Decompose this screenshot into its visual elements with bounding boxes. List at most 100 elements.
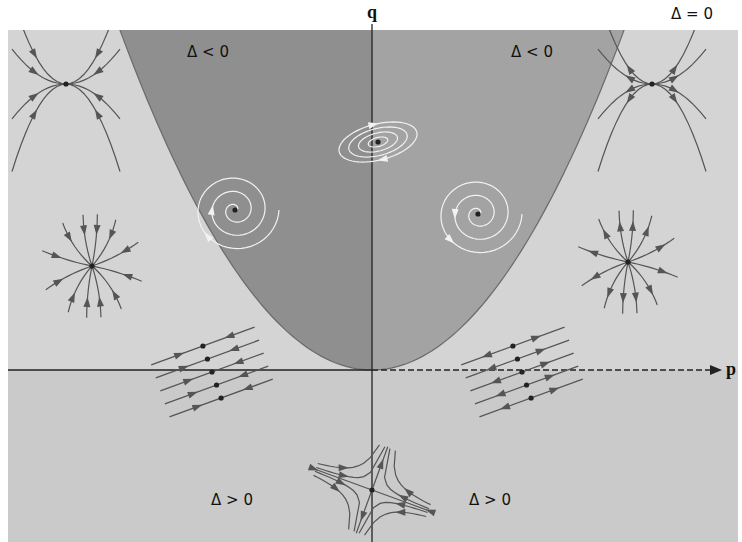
trajectory: [339, 122, 417, 162]
flow-arrowhead: [225, 331, 236, 338]
trajectory: [165, 366, 268, 404]
trajectory: [623, 262, 628, 314]
trajectory: [441, 182, 522, 252]
equilibrium-point: [519, 369, 524, 374]
flow-arrowhead: [51, 251, 62, 258]
flow-arrowhead: [617, 221, 624, 231]
flow-arrowhead: [94, 225, 101, 235]
equilibrium-point: [200, 343, 205, 348]
unstable-node: [578, 210, 677, 313]
trajectory: [604, 262, 628, 308]
flow-arrowhead: [642, 226, 649, 237]
trajectory: [365, 512, 427, 535]
trajectory: [63, 223, 92, 266]
equilibrium-point: [510, 343, 515, 348]
trajectory: [599, 219, 628, 262]
flow-arrowhead: [395, 502, 406, 509]
flow-arrowhead: [208, 205, 215, 215]
equilibrium-point: [524, 382, 529, 387]
equilibrium-point: [649, 81, 654, 86]
equilibrium-point: [219, 395, 224, 400]
unstable-spiral: [441, 182, 522, 252]
flow-arrowhead: [234, 357, 245, 364]
trajectory: [628, 238, 674, 262]
flow-arrowhead: [28, 66, 38, 75]
flow-arrowhead: [178, 366, 189, 373]
trajectory: [619, 211, 628, 262]
trajectory: [652, 30, 706, 84]
trajectory: [92, 266, 121, 309]
flow-arrowhead: [64, 231, 72, 241]
flow-arrowhead: [29, 48, 37, 58]
flow-arrowhead: [243, 383, 254, 390]
q-axis: [371, 24, 372, 542]
equilibrium-point: [214, 382, 219, 387]
flow-arrowhead: [338, 471, 349, 478]
flow-arrowhead: [645, 284, 653, 294]
flow-arrowhead: [603, 229, 611, 239]
flow-arrowhead: [29, 109, 37, 119]
stable-spiral: [198, 178, 279, 248]
trajectory: [394, 451, 430, 505]
trajectory: [356, 490, 372, 533]
trajectory: [358, 132, 397, 152]
equilibrium-point: [375, 139, 380, 144]
equilibrium-point: [89, 263, 94, 268]
flow-arrowhead: [668, 75, 678, 83]
flow-arrowhead: [588, 251, 599, 258]
flow-arrowhead: [95, 109, 103, 119]
flow-arrowhead: [625, 85, 635, 93]
flow-arrowhead: [632, 292, 639, 302]
flow-arrowhead: [591, 272, 601, 280]
flow-arrowhead: [627, 65, 635, 75]
equilibrium-point: [63, 81, 68, 86]
trajectory: [66, 49, 120, 84]
trajectory: [92, 266, 101, 317]
trajectory: [169, 379, 272, 417]
flow-arrowhead: [183, 379, 194, 386]
axis-label: q: [367, 3, 377, 23]
flow-arrowhead: [669, 65, 677, 75]
axis-label: p: [726, 360, 736, 380]
trajectory: [466, 340, 569, 378]
flow-arrowhead: [238, 370, 249, 377]
trajectory: [628, 262, 657, 305]
trajectory: [83, 215, 92, 266]
region-label: Δ = 0: [671, 6, 713, 23]
flow-arrowhead: [657, 267, 668, 274]
trajectory: [582, 262, 628, 286]
flow-arrowhead: [187, 392, 198, 399]
equilibrium-point: [475, 211, 480, 216]
trajectory: [46, 266, 92, 290]
axis-arrowhead: [710, 365, 722, 375]
flow-arrowhead: [122, 274, 133, 281]
flow-arrowhead: [500, 403, 511, 410]
flow-arrowhead: [607, 287, 614, 298]
p-axis: [372, 369, 712, 370]
flow-arrowhead: [452, 209, 459, 219]
flow-arrowhead: [669, 93, 677, 103]
flow-arrowhead: [491, 377, 502, 384]
trajectory: [87, 266, 92, 318]
degenerate-node: [12, 30, 120, 171]
trajectory: [598, 84, 652, 171]
trajectory: [92, 214, 97, 266]
trajectory: [66, 84, 120, 171]
flow-arrowhead: [378, 155, 389, 162]
flow-arrowhead: [625, 75, 635, 83]
flow-arrowhead: [535, 349, 546, 356]
trajectory: [598, 49, 652, 84]
flow-arrowhead: [395, 509, 405, 516]
equilibrium-point: [625, 259, 630, 264]
trajectory: [372, 447, 388, 490]
trajectory: [66, 84, 120, 119]
trajectory: [318, 445, 380, 468]
equilibrium-point: [232, 207, 237, 212]
equilibrium-point: [205, 356, 210, 361]
flow-arrowhead: [95, 48, 103, 58]
flow-arrowhead: [655, 244, 665, 252]
trajectory: [349, 127, 408, 157]
flow-arrowhead: [549, 388, 560, 395]
flow-arrowhead: [398, 495, 408, 503]
flow-arrowhead: [109, 229, 116, 240]
